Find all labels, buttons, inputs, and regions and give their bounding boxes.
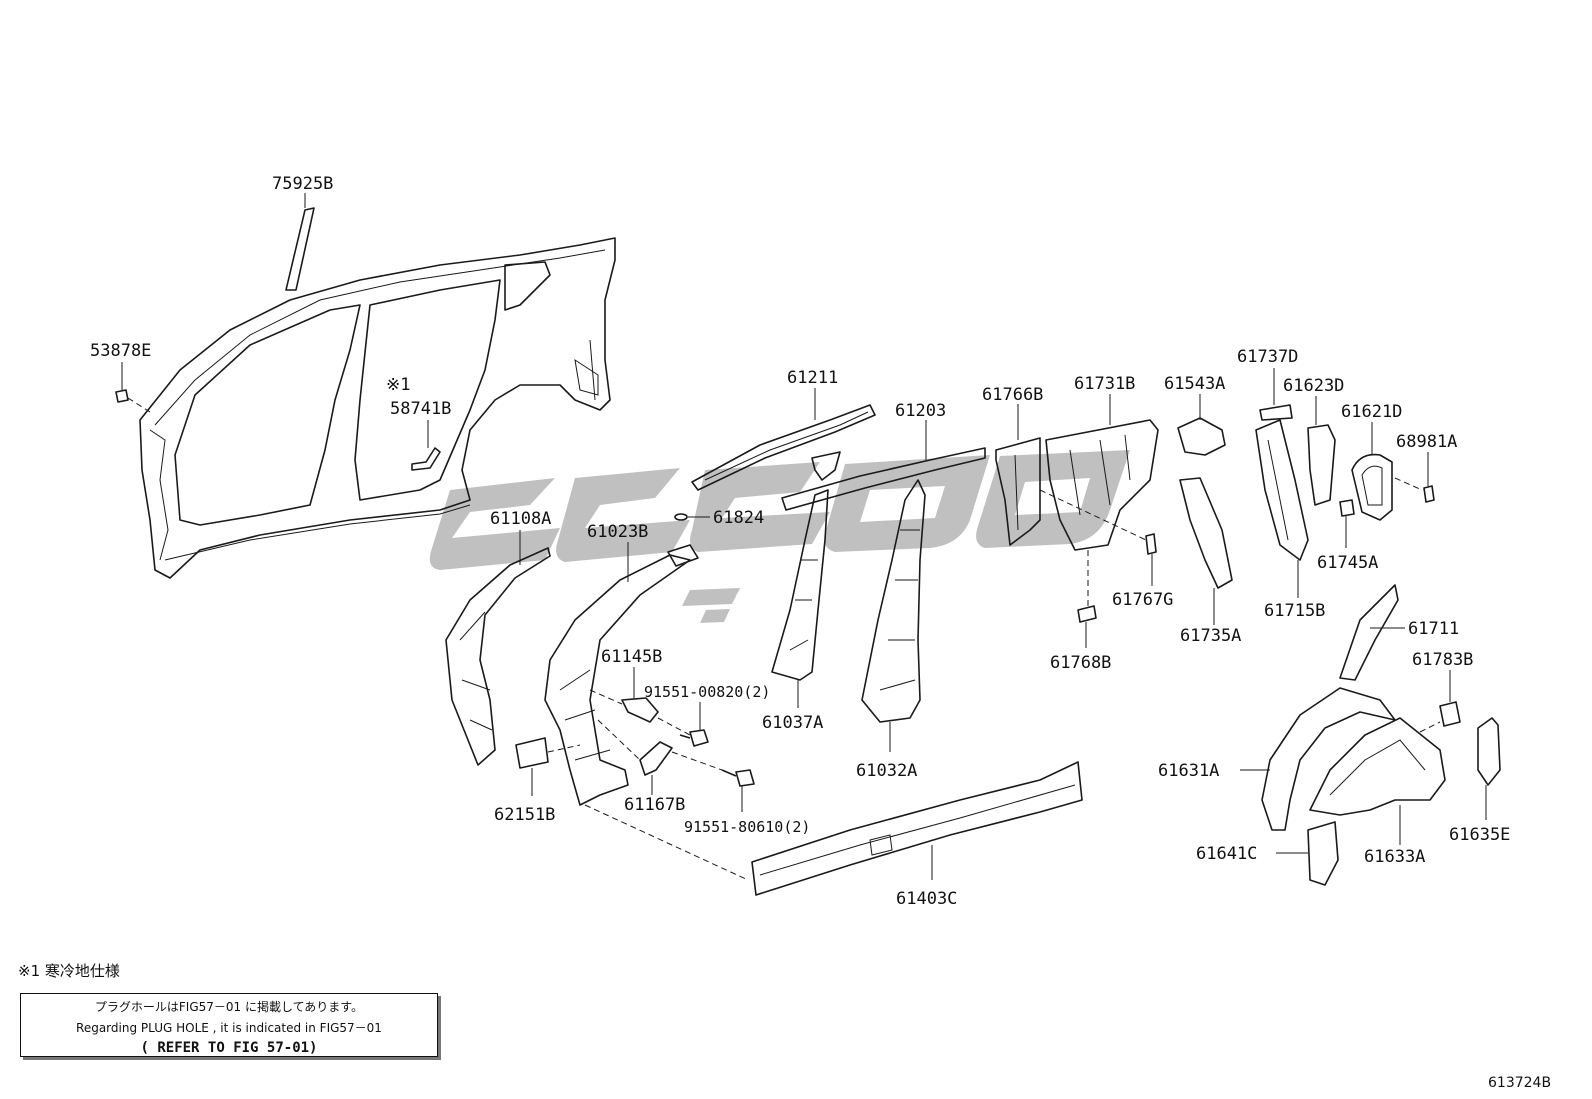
label-61403C: 61403C [896,889,957,909]
label-61621D: 61621D [1341,402,1402,422]
part-62151B[interactable]: 62151B [494,737,581,825]
part-61037A[interactable]: 61037A [762,489,829,733]
part-61032A[interactable]: 61032A [856,479,926,781]
label-61711: 61711 [1408,619,1459,639]
part-61745A[interactable]: 61745A [1317,499,1378,573]
label-61203: 61203 [895,401,946,421]
footnote-cold-climate: ※1 寒冷地仕様 [18,962,120,980]
part-61737D[interactable]: 61737D [1237,347,1298,421]
label-75925B: 75925B [272,174,333,194]
part-61403C[interactable]: 61403C [584,761,1083,909]
label-58741B: 58741B [390,399,451,419]
label-61145B: 61145B [601,647,662,667]
part-61767G[interactable]: 61767G [1039,489,1173,610]
label-61037A: 61037A [762,713,823,733]
part-91551-80610[interactable]: 91551-80610(2) [671,751,810,836]
note-line-refer[interactable]: ( REFER TO FIG 57-01) [140,1040,318,1056]
label-61633A: 61633A [1364,847,1425,867]
part-61543A[interactable]: 61543A [1164,374,1226,456]
label-61783B: 61783B [1412,650,1473,670]
label-62151B: 62151B [494,805,555,825]
label-61735A: 61735A [1180,626,1241,646]
part-61023B[interactable]: 61023B [544,522,699,806]
label-91551-00820: 91551-00820(2) [644,683,770,701]
label-61745A: 61745A [1317,553,1378,573]
label-68981A: 68981A [1396,432,1457,452]
label-61768B: 61768B [1050,653,1111,673]
plug-hole-note-box: プラグホールはFIG57－01 に掲載してあります。 Regarding PLU… [20,993,438,1057]
label-61211: 61211 [787,368,838,388]
part-61203[interactable]: 61203 [781,401,986,511]
part-61631A[interactable]: 61631A [1158,687,1396,831]
part-61641C[interactable]: 61641C [1196,821,1339,886]
part-61766B[interactable]: 61766B [982,385,1043,546]
part-91551-00820[interactable]: 91551-00820(2) [644,683,770,747]
note-line-japanese: プラグホールはFIG57－01 に掲載してあります。 [94,1000,364,1014]
part-61211[interactable]: 61211 [691,368,876,491]
label-61715B: 61715B [1264,601,1325,621]
label-91551-80610: 91551-80610(2) [684,818,810,836]
part-75925B[interactable]: 75925B [272,174,333,291]
part-61145B[interactable]: 61145B [589,647,662,723]
part-61635E[interactable]: 61635E [1449,717,1510,845]
label-61108A: 61108A [490,509,551,529]
label-61731B: 61731B [1074,374,1135,394]
part-61711[interactable]: 61711 [1339,584,1459,681]
part-61621D[interactable]: 61621D [1341,402,1402,521]
label-61737D: 61737D [1237,347,1298,367]
label-note-mark: ※1 [386,375,410,395]
figure-id: 613724B [1488,1075,1552,1091]
label-53878E: 53878E [90,341,151,361]
part-61167B[interactable]: 61167B [597,719,685,815]
part-61633A[interactable]: 61633A [1309,717,1446,867]
part-61108A[interactable]: 61108A [445,509,551,766]
part-61731B[interactable]: 61731B [1045,374,1159,551]
note-line-english: Regarding PLUG HOLE , it is indicated in… [76,1021,382,1035]
label-61635E: 61635E [1449,825,1510,845]
part-61768B[interactable]: 61768B [1050,550,1111,673]
label-61631A: 61631A [1158,761,1219,781]
label-61023B: 61023B [587,522,648,542]
watermark-logo [429,450,1130,623]
label-61543A: 61543A [1164,374,1225,394]
part-side-outer-panel[interactable] [139,237,616,579]
part-61735A[interactable]: 61735A [1179,477,1241,646]
label-61824: 61824 [713,508,764,528]
part-61715B[interactable]: 61715B [1255,419,1325,621]
label-61032A: 61032A [856,761,917,781]
part-61623D[interactable]: 61623D [1283,376,1344,506]
part-68981A[interactable]: 68981A [1394,432,1457,503]
part-53878E[interactable]: 53878E [90,341,151,413]
label-61641C: 61641C [1196,844,1257,864]
label-61623D: 61623D [1283,376,1344,396]
label-61767G: 61767G [1112,590,1173,610]
part-61824[interactable]: 61824 [674,508,764,528]
label-61167B: 61167B [624,795,685,815]
part-61783B[interactable]: 61783B [1412,650,1473,733]
part-58741B[interactable]: ※1 58741B [386,375,451,471]
label-61766B: 61766B [982,385,1043,405]
